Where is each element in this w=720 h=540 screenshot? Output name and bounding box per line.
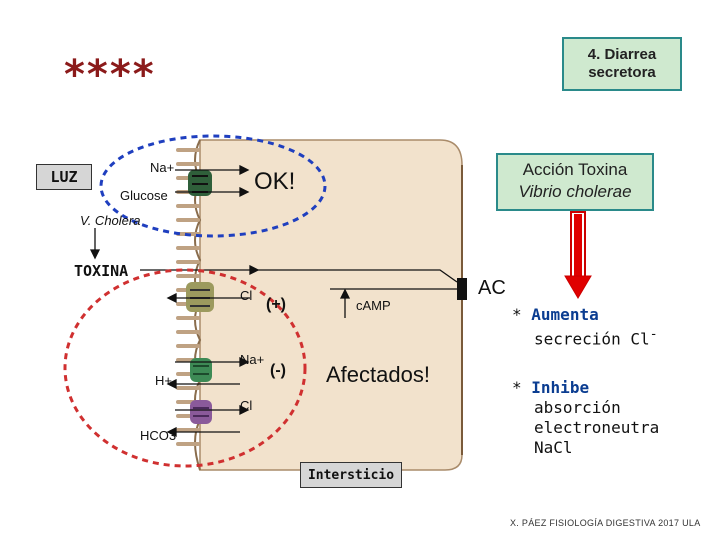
cell-body [199, 139, 463, 471]
flux-arrows [89, 164, 457, 438]
ion-glucose: Glucose [120, 188, 168, 203]
ion-cl-bottom: Cl [240, 398, 253, 413]
intersticio-label: Intersticio [300, 462, 402, 488]
ion-v-cholera: V. Cholera [80, 213, 141, 228]
aumenta-rest: secreción Cl [534, 329, 650, 349]
ok-label: OK! [254, 168, 296, 195]
inhibe-line3: electroneutra [534, 418, 660, 437]
ac-label: AC [478, 277, 506, 299]
minus-label: (-) [270, 362, 286, 379]
blue-dashed-ellipse [99, 134, 327, 238]
inhibe-bullet: * [512, 378, 522, 397]
inhibe-word: Inhibe [531, 378, 590, 397]
camp-label: cAMP [356, 298, 391, 313]
footer-credit: X. PÁEZ FISIOLOGÍA DIGESTIVA 2017 ULA [510, 518, 701, 528]
aumenta-sup: - [649, 327, 658, 342]
accion-line2: Vibrio cholerae [518, 182, 632, 201]
microvilli [176, 148, 200, 446]
adenylate-cyclase [457, 278, 467, 300]
effect-aumenta: * Aumenta secreción Cl- [512, 305, 658, 349]
title-box: 4. Diarrea secretora [562, 37, 682, 91]
ion-hco3: HCO3 [140, 428, 177, 443]
cl-hco3-exchanger [190, 400, 212, 424]
stars-mark: **** [64, 52, 156, 98]
sglt-transporter [188, 170, 212, 196]
cftr-channel [186, 282, 214, 312]
plus-label: (+) [266, 296, 286, 313]
ion-na-mid: Na+ [240, 352, 265, 367]
effect-inhibe: * Inhibe absorción electroneutra NaCl [512, 378, 659, 458]
ion-cl-top: Cl [240, 288, 253, 303]
inhibe-line4: NaCl [534, 438, 573, 457]
accion-toxina-box: Acción Toxina Vibrio cholerae [496, 153, 654, 211]
accion-line1: Acción Toxina [522, 160, 628, 179]
red-dashed-ellipse [63, 268, 307, 468]
red-effect-arrow [564, 211, 592, 299]
afectados-label: Afectados! [326, 362, 430, 387]
luz-label: LUZ [36, 164, 92, 190]
toxin-signal-line [255, 269, 458, 283]
inhibe-line2: absorción [534, 398, 621, 417]
ion-na-top: Na+ [150, 160, 175, 175]
toxina-label: TOXINA [74, 262, 129, 280]
nhe-exchanger [190, 358, 212, 382]
aumenta-bullet: * [512, 305, 522, 324]
ion-h-plus: H+ [155, 373, 172, 388]
aumenta-word: Aumenta [531, 305, 599, 324]
